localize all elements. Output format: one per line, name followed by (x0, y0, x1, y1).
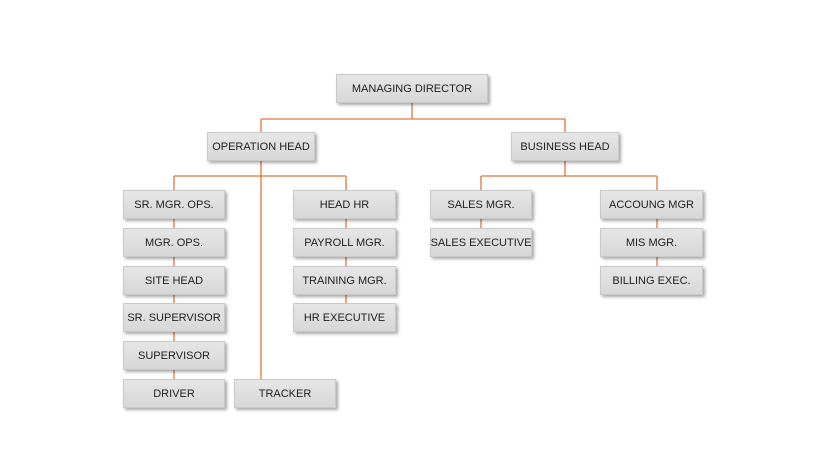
box-accoung-mgr: ACCOUNG MGR (600, 190, 703, 219)
box-supervisor: SUPERVISOR (123, 341, 225, 370)
box-managing-director: MANAGING DIRECTOR (336, 74, 488, 103)
box-head-hr: HEAD HR (293, 190, 396, 219)
box-tracker: TRACKER (234, 379, 336, 408)
box-billing-exec: BILLING EXEC. (600, 266, 703, 295)
box-sales-executive: SALES EXECUTIVE (430, 228, 532, 257)
box-payroll-mgr: PAYROLL MGR. (293, 228, 396, 257)
box-sr-mgr-ops: SR. MGR. OPS. (123, 190, 225, 219)
box-driver: DRIVER (123, 379, 225, 408)
box-hr-executive: HR EXECUTIVE (293, 303, 396, 332)
box-site-head: SITE HEAD (123, 266, 225, 295)
box-mgr-ops: MGR. OPS. (123, 228, 225, 257)
box-mis-mgr: MIS MGR. (600, 228, 703, 257)
box-sr-supervisor: SR. SUPERVISOR (123, 303, 225, 332)
box-operation-head: OPERATION HEAD (207, 132, 315, 161)
box-business-head: BUSINESS HEAD (511, 132, 619, 161)
box-sales-mgr: SALES MGR. (430, 190, 532, 219)
box-training-mgr: TRAINING MGR. (293, 266, 396, 295)
